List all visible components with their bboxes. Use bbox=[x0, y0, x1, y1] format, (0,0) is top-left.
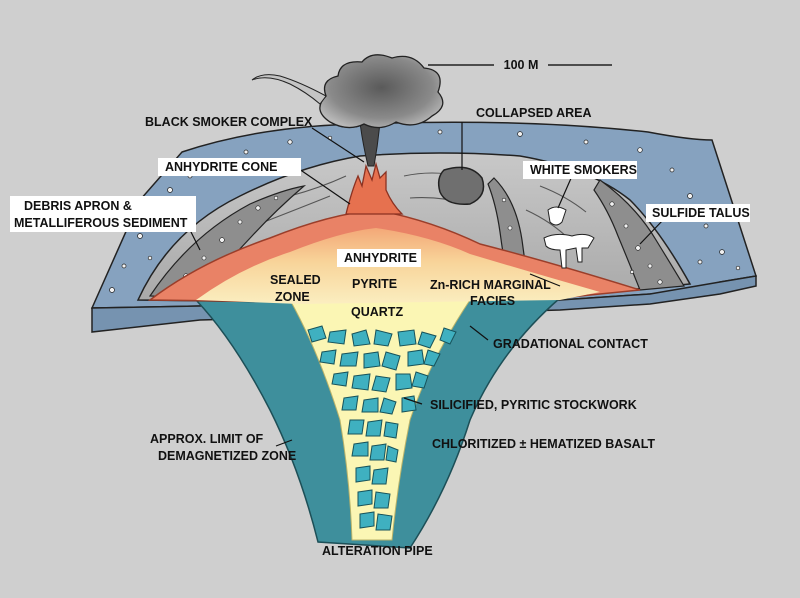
box-sulfide-talus bbox=[646, 204, 750, 222]
label-anhydrite-cone: ANHYDRITE CONE bbox=[165, 160, 278, 174]
label-debris-apron-line1: DEBRIS APRON & bbox=[24, 199, 132, 213]
label-zn-rich-line1: Zn-RICH MARGINAL bbox=[430, 278, 551, 292]
label-stockwork: SILICIFIED, PYRITIC STOCKWORK bbox=[430, 398, 637, 412]
plume-tail bbox=[251, 74, 327, 105]
scale-bar: 100 M bbox=[428, 58, 612, 72]
label-demag-line2: DEMAGNETIZED ZONE bbox=[158, 449, 296, 463]
sulfide-talus-right bbox=[593, 179, 686, 291]
box-anhydrite-cone bbox=[158, 158, 301, 176]
box-white-smokers bbox=[523, 161, 637, 179]
stockwork-clasts bbox=[307, 325, 457, 531]
label-pyrite: PYRITE bbox=[352, 277, 397, 291]
label-chloritized: CHLORITIZED ± HEMATIZED BASALT bbox=[432, 437, 655, 451]
label-quartz: QUARTZ bbox=[351, 305, 403, 319]
black-smoker-plume bbox=[319, 54, 444, 129]
label-debris-apron-line2: METALLIFEROUS SEDIMENT bbox=[14, 216, 188, 230]
label-white-smokers: WHITE SMOKERS bbox=[530, 163, 637, 177]
leader-lines bbox=[185, 122, 665, 447]
scale-bar-label: 100 M bbox=[504, 58, 539, 72]
label-sulfide-talus: SULFIDE TALUS bbox=[652, 206, 750, 220]
collapsed-area bbox=[437, 166, 485, 205]
label-gradational-contact: GRADATIONAL CONTACT bbox=[493, 337, 648, 351]
anhydrite-cone bbox=[345, 161, 404, 215]
box-anhydrite bbox=[337, 249, 421, 267]
label-collapsed-area: COLLAPSED AREA bbox=[476, 106, 592, 120]
box-debris-apron bbox=[10, 196, 196, 232]
label-demag-line1: APPROX. LIMIT OF bbox=[150, 432, 264, 446]
label-alteration-pipe: ALTERATION PIPE bbox=[322, 544, 433, 558]
label-anhydrite: ANHYDRITE bbox=[344, 251, 417, 265]
label-sealed-zone-line1: SEALED bbox=[270, 273, 321, 287]
label-zn-rich-line2: FACIES bbox=[470, 294, 515, 308]
label-black-smoker-complex: BLACK SMOKER COMPLEX bbox=[145, 115, 313, 129]
label-sealed-zone-line2: ZONE bbox=[275, 290, 310, 304]
white-smokers bbox=[543, 206, 595, 269]
